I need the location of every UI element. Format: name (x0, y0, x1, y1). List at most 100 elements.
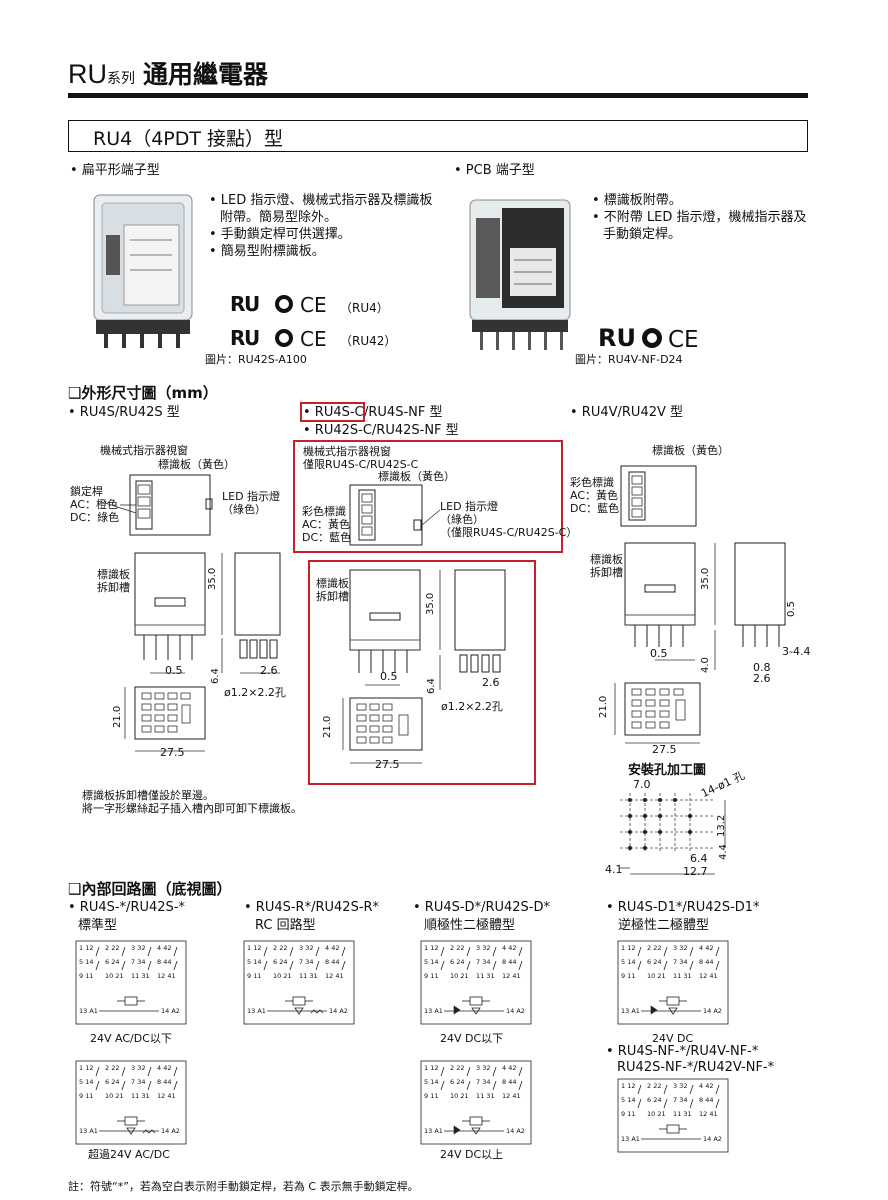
terminal-label: 1 12 (621, 944, 635, 952)
col3-dim-40: 4.0 (700, 657, 711, 673)
contact-mark (715, 1098, 720, 1109)
svg-text:RU: RU (598, 324, 636, 352)
c2-label: • RU4S-R*/RU42S-R* (244, 900, 380, 915)
col3-dim-08: 0.8 (753, 661, 771, 674)
contact-mark (637, 1098, 642, 1109)
c3-cap-2: 24V DC以上 (440, 1148, 504, 1161)
terminal-label: 4 42 (699, 944, 713, 952)
mount-dim-64: 6.4 (690, 852, 708, 865)
coil-terminal-left: 13 A1 (424, 1127, 443, 1135)
col1-nameplate: 標識板（黃色） (158, 458, 235, 471)
c1-sub: 標準型 (78, 918, 118, 933)
cert-icons-ru42: RU CE (230, 326, 327, 351)
mount-dim-127: 12.7 (683, 865, 708, 878)
terminal-label: 9 11 (79, 972, 93, 980)
pcb-label: • PCB 端子型 (454, 163, 535, 178)
col1-led: LED 指示燈 (222, 490, 281, 503)
coil-symbol (666, 1124, 680, 1134)
terminal-label: 2 22 (450, 944, 464, 952)
c3-sub: 順極性二極體型 (424, 918, 516, 933)
c3-label: • RU4S-D*/RU42S-D* (413, 900, 550, 915)
terminal-label: 11 31 (131, 972, 150, 980)
mount-dim-70: 7.0 (633, 778, 651, 791)
resistor-symbol (310, 1009, 324, 1014)
col3-color-id: 彩色標識 (570, 476, 614, 489)
contact-mark (663, 1098, 668, 1109)
terminal-label: 2 22 (105, 1064, 119, 1072)
coil-terminal-right: 14 A2 (703, 1007, 722, 1015)
terminal-label: 5 14 (247, 958, 261, 966)
col3-label: • RU4V/RU42V 型 (570, 405, 684, 420)
circuit-frame (75, 940, 187, 1025)
terminal-label: 6 24 (647, 958, 661, 966)
terminal-label: 10 21 (450, 972, 469, 980)
col1-dim-35: 35.0 (207, 567, 218, 590)
flat-bullet-1b: 附帶。簡易型除外。 (220, 210, 338, 225)
led-symbol (471, 1127, 481, 1135)
terminal-label: 11 31 (673, 972, 692, 980)
terminal-label: 3 32 (673, 1082, 687, 1090)
mount-dim-132: 13.2 (716, 814, 727, 837)
terminal-label: 8 44 (325, 958, 339, 966)
contact-mark (689, 1098, 694, 1109)
svg-text:R: R (230, 326, 245, 350)
col1-note-1: 標識板拆卸槽僅設於單邊。 (82, 789, 214, 802)
c1-cap-1: 24V AC/DC以下 (90, 1032, 172, 1045)
cert-ru4-label: （RU4） (340, 301, 389, 315)
terminal-label: 5 14 (79, 1078, 93, 1086)
col1-led-color: （綠色） (222, 503, 266, 516)
coil-symbol (124, 996, 138, 1006)
contact-mark (289, 946, 294, 957)
col2-dim-275: 27.5 (375, 758, 400, 771)
cert-icons-pcb: RU CE (598, 324, 699, 353)
contact-mark (663, 960, 668, 971)
col1-dim-21: 21.0 (112, 705, 123, 728)
col1-note-2: 將一字形螺絲起子插入槽內即可卸下標識板。 (82, 802, 302, 815)
terminal-label: 12 41 (699, 1110, 718, 1118)
series-prefix: RU (68, 59, 107, 89)
col2-label-c: • RU42S-C/RU42S-NF 型 (303, 423, 459, 438)
highlight-top-view-c (293, 440, 563, 553)
mount-dim-44: 4.4 (718, 844, 729, 860)
contact-mark (637, 946, 642, 957)
terminal-label: 2 22 (273, 944, 287, 952)
contact-mark (147, 1066, 152, 1077)
col1-dim-26: 2.6 (260, 664, 278, 677)
terminal-label: 11 31 (299, 972, 318, 980)
terminal-label: 12 41 (157, 1092, 176, 1100)
terminal-label: 2 22 (647, 1082, 661, 1090)
terminal-label: 9 11 (621, 972, 635, 980)
coil-terminal-left: 13 A1 (621, 1007, 640, 1015)
contact-mark (440, 1080, 445, 1091)
c4-sub: 逆極性二極體型 (618, 918, 710, 933)
col3-top-view (620, 465, 697, 527)
terminal-label: 7 34 (131, 958, 145, 966)
coil-symbol (292, 996, 306, 1006)
coil-symbol (469, 996, 483, 1006)
terminal-label: 8 44 (502, 958, 516, 966)
c4-cap: 24V DC (652, 1032, 694, 1045)
cert-ru42-label: （RU42） (340, 334, 397, 348)
terminal-label: 1 12 (424, 1064, 438, 1072)
c5-label-2: RU42S-NF-*/RU42V-NF-* (617, 1060, 775, 1075)
c5-label-1: • RU4S-NF-*/RU4V-NF-* (606, 1044, 759, 1059)
dims-title: ❑外形尺寸圖（mm） (68, 384, 218, 402)
contact-mark (637, 1084, 642, 1095)
title-text: 通用繼電器 (142, 60, 268, 89)
terminal-label: 9 11 (424, 1092, 438, 1100)
c2-sub: RC 回路型 (255, 918, 316, 933)
contact-mark (263, 960, 268, 971)
c3-cap-1: 24V DC以下 (440, 1032, 504, 1045)
c1-label: • RU4S-*/RU42S-* (68, 900, 185, 915)
highlight-ru4s-c (300, 402, 365, 422)
terminal-label: 1 12 (247, 944, 261, 952)
cert-icons-ru4: RU CE (230, 292, 327, 317)
circuits-title: ❑內部回路圖（底視圖） (68, 880, 232, 898)
led-symbol (294, 1007, 304, 1015)
